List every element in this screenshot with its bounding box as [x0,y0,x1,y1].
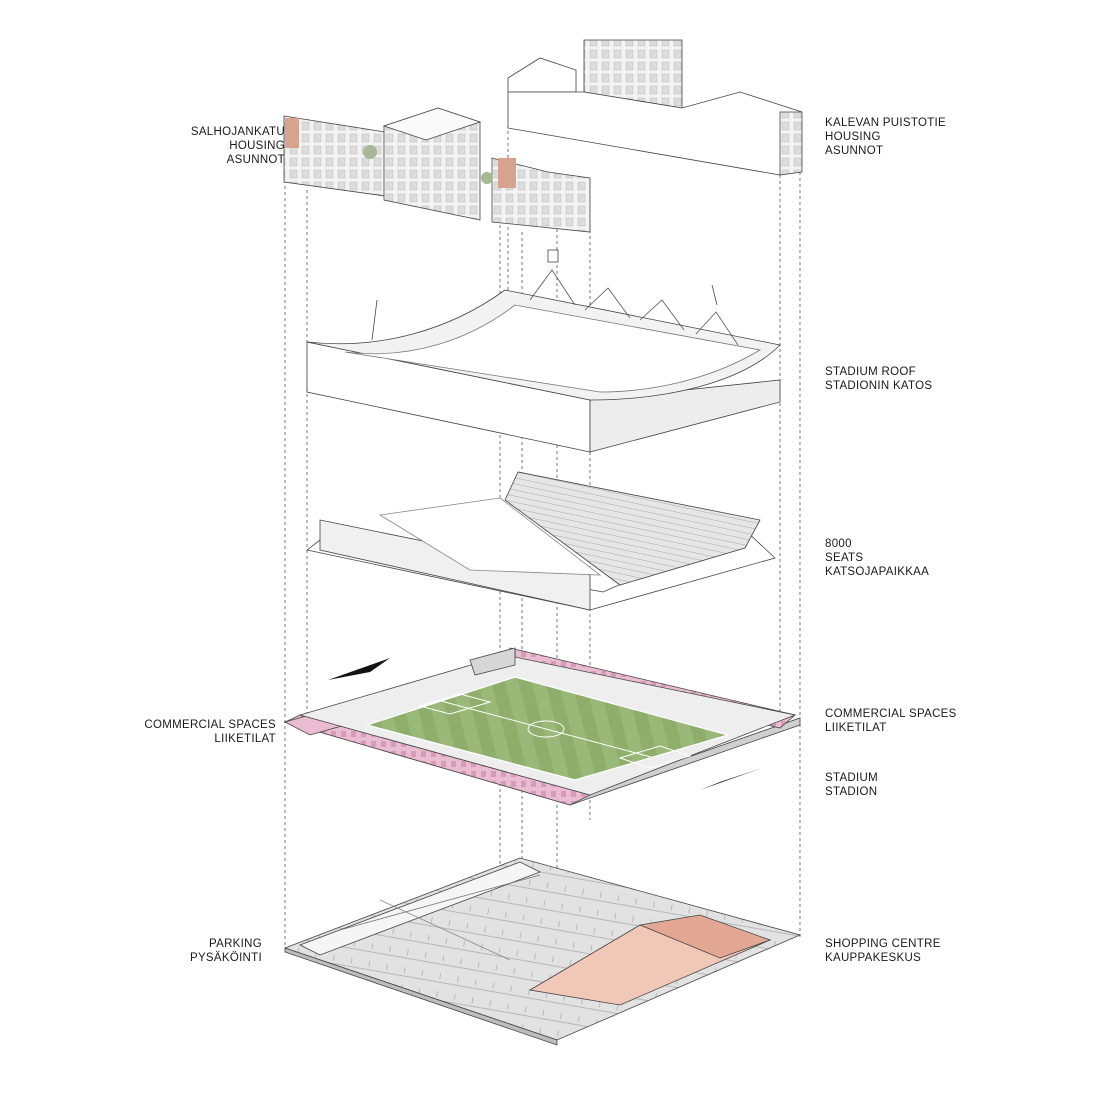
label-parking: PARKING PYSÄKÖINTI [190,937,262,965]
arrow-right [700,768,762,790]
label-line: LIIKETILAT [825,722,887,734]
label-line: KATSOJAPAIKKAA [825,566,930,578]
label-line: PARKING [208,938,262,950]
label-commercial-spaces-right: COMMERCIAL SPACES LIIKETILAT [825,707,957,735]
label-line: STADIUM [825,772,878,784]
stadium-roof-layer [306,249,781,453]
label-line: STADIUM ROOF [825,366,916,378]
label-line: HOUSING [825,131,881,143]
label-line: STADIONIN KATOS [825,380,933,392]
label-line: STADION [825,786,878,798]
label-seats: 8000 SEATS KATSOJAPAIKKAA [825,537,929,579]
label-line: ASUNNOT [226,154,285,166]
label-line: KALEVAN PUISTOTIE [825,117,946,129]
salhojankatu-housing-block [283,107,591,233]
label-line: KAUPPAKESKUS [825,952,922,964]
kalevan-puistotie-housing-block [507,39,803,176]
label-line: COMMERCIAL SPACES [825,708,957,720]
seating-layer [306,471,776,611]
label-line: PYSÄKÖINTI [189,952,262,964]
label-line: LIIKETILAT [214,733,276,745]
label-shopping-centre: SHOPPING CENTRE KAUPPAKESKUS [825,937,941,965]
label-line: HOUSING [229,140,285,152]
label-line: 8000 [825,538,852,550]
parking-shopping-layer [283,857,802,1046]
label-stadium-roof: STADIUM ROOF STADIONIN KATOS [825,365,932,393]
stadium-layer [283,647,801,806]
label-line: COMMERCIAL SPACES [144,719,276,731]
label-line: SALHOJANKATU [190,126,285,138]
label-salhojankatu-housing: SALHOJANKATU HOUSING ASUNNOT [191,125,285,167]
label-line: ASUNNOT [825,145,884,157]
label-stadium: STADIUM STADION [825,771,878,799]
label-line: SEATS [825,552,864,564]
label-commercial-spaces-left: COMMERCIAL SPACES LIIKETILAT [144,718,276,746]
label-kalevan-puistotie-housing: KALEVAN PUISTOTIE HOUSING ASUNNOT [825,116,946,158]
arrow-left [328,658,390,680]
label-line: SHOPPING CENTRE [825,938,941,950]
